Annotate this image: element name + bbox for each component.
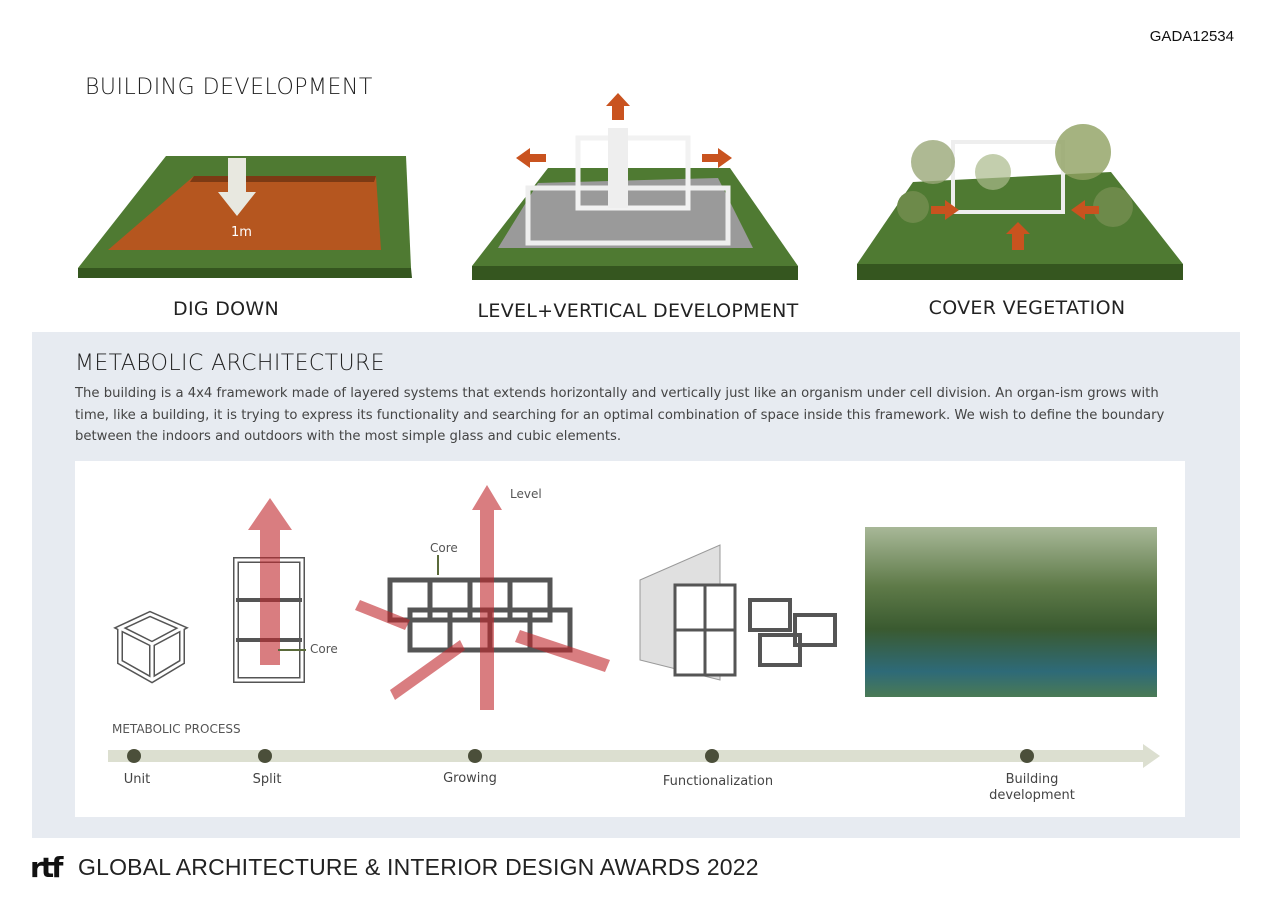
core-label: Core — [430, 541, 458, 555]
building-development-render — [865, 527, 1157, 697]
timeline-arrow — [108, 744, 1160, 768]
timeline-dot-functionalization — [705, 749, 719, 763]
right-arrow-icon — [702, 148, 732, 168]
core-label: Core — [310, 642, 338, 656]
up-arrow-icon — [606, 93, 630, 120]
footer-award-title: GLOBAL ARCHITECTURE & INTERIOR DESIGN AW… — [78, 854, 759, 880]
depth-label: 1m — [231, 225, 252, 240]
growing-diagram: Core Level — [355, 485, 610, 710]
stage-functionalization: Functionalization — [662, 774, 774, 789]
up-arrow-icon — [248, 498, 292, 665]
right-arrow-icon — [931, 200, 959, 220]
level-label: Level — [510, 487, 542, 501]
svg-text:rtf: rtf — [30, 852, 64, 882]
stage-split: Split — [252, 772, 282, 787]
functionalization-diagram — [639, 544, 837, 681]
down-arrow-icon — [218, 158, 256, 216]
timeline-dot-split — [258, 749, 272, 763]
up-arrow-icon — [1006, 222, 1030, 250]
timeline-dot-unit — [127, 749, 141, 763]
caption-level-vertical: LEVEL+VERTICAL DEVELOPMENT — [477, 300, 799, 322]
caption-dig-down: DIG DOWN — [173, 298, 279, 320]
dig-down-illustration: 1m — [78, 156, 412, 278]
metabolic-description: The building is a 4x4 framework made of … — [75, 386, 1165, 444]
process-title: METABOLIC PROCESS — [112, 722, 241, 736]
level-vertical-illustration — [472, 93, 798, 280]
project-code: GADA12534 — [1149, 28, 1234, 45]
split-tower-diagram: Core — [233, 498, 338, 683]
metabolic-title: METABOLIC ARCHITECTURE — [75, 351, 385, 376]
timeline-dot-growing — [468, 749, 482, 763]
level-arrow-icon — [472, 485, 502, 710]
cover-vegetation-illustration — [857, 124, 1183, 280]
rtf-logo: rtf — [30, 852, 67, 882]
timeline-dot-building — [1020, 749, 1034, 763]
left-arrow-icon — [516, 148, 546, 168]
caption-cover-vegetation: COVER VEGETATION — [928, 297, 1126, 319]
stage-growing: Growing — [443, 771, 497, 786]
stage-building-development: Building development — [989, 772, 1075, 803]
unit-cube-diagram — [113, 610, 189, 684]
stage-unit: Unit — [123, 772, 151, 787]
section-title: BUILDING DEVELOPMENT — [85, 75, 373, 100]
left-arrow-icon — [1071, 200, 1099, 220]
